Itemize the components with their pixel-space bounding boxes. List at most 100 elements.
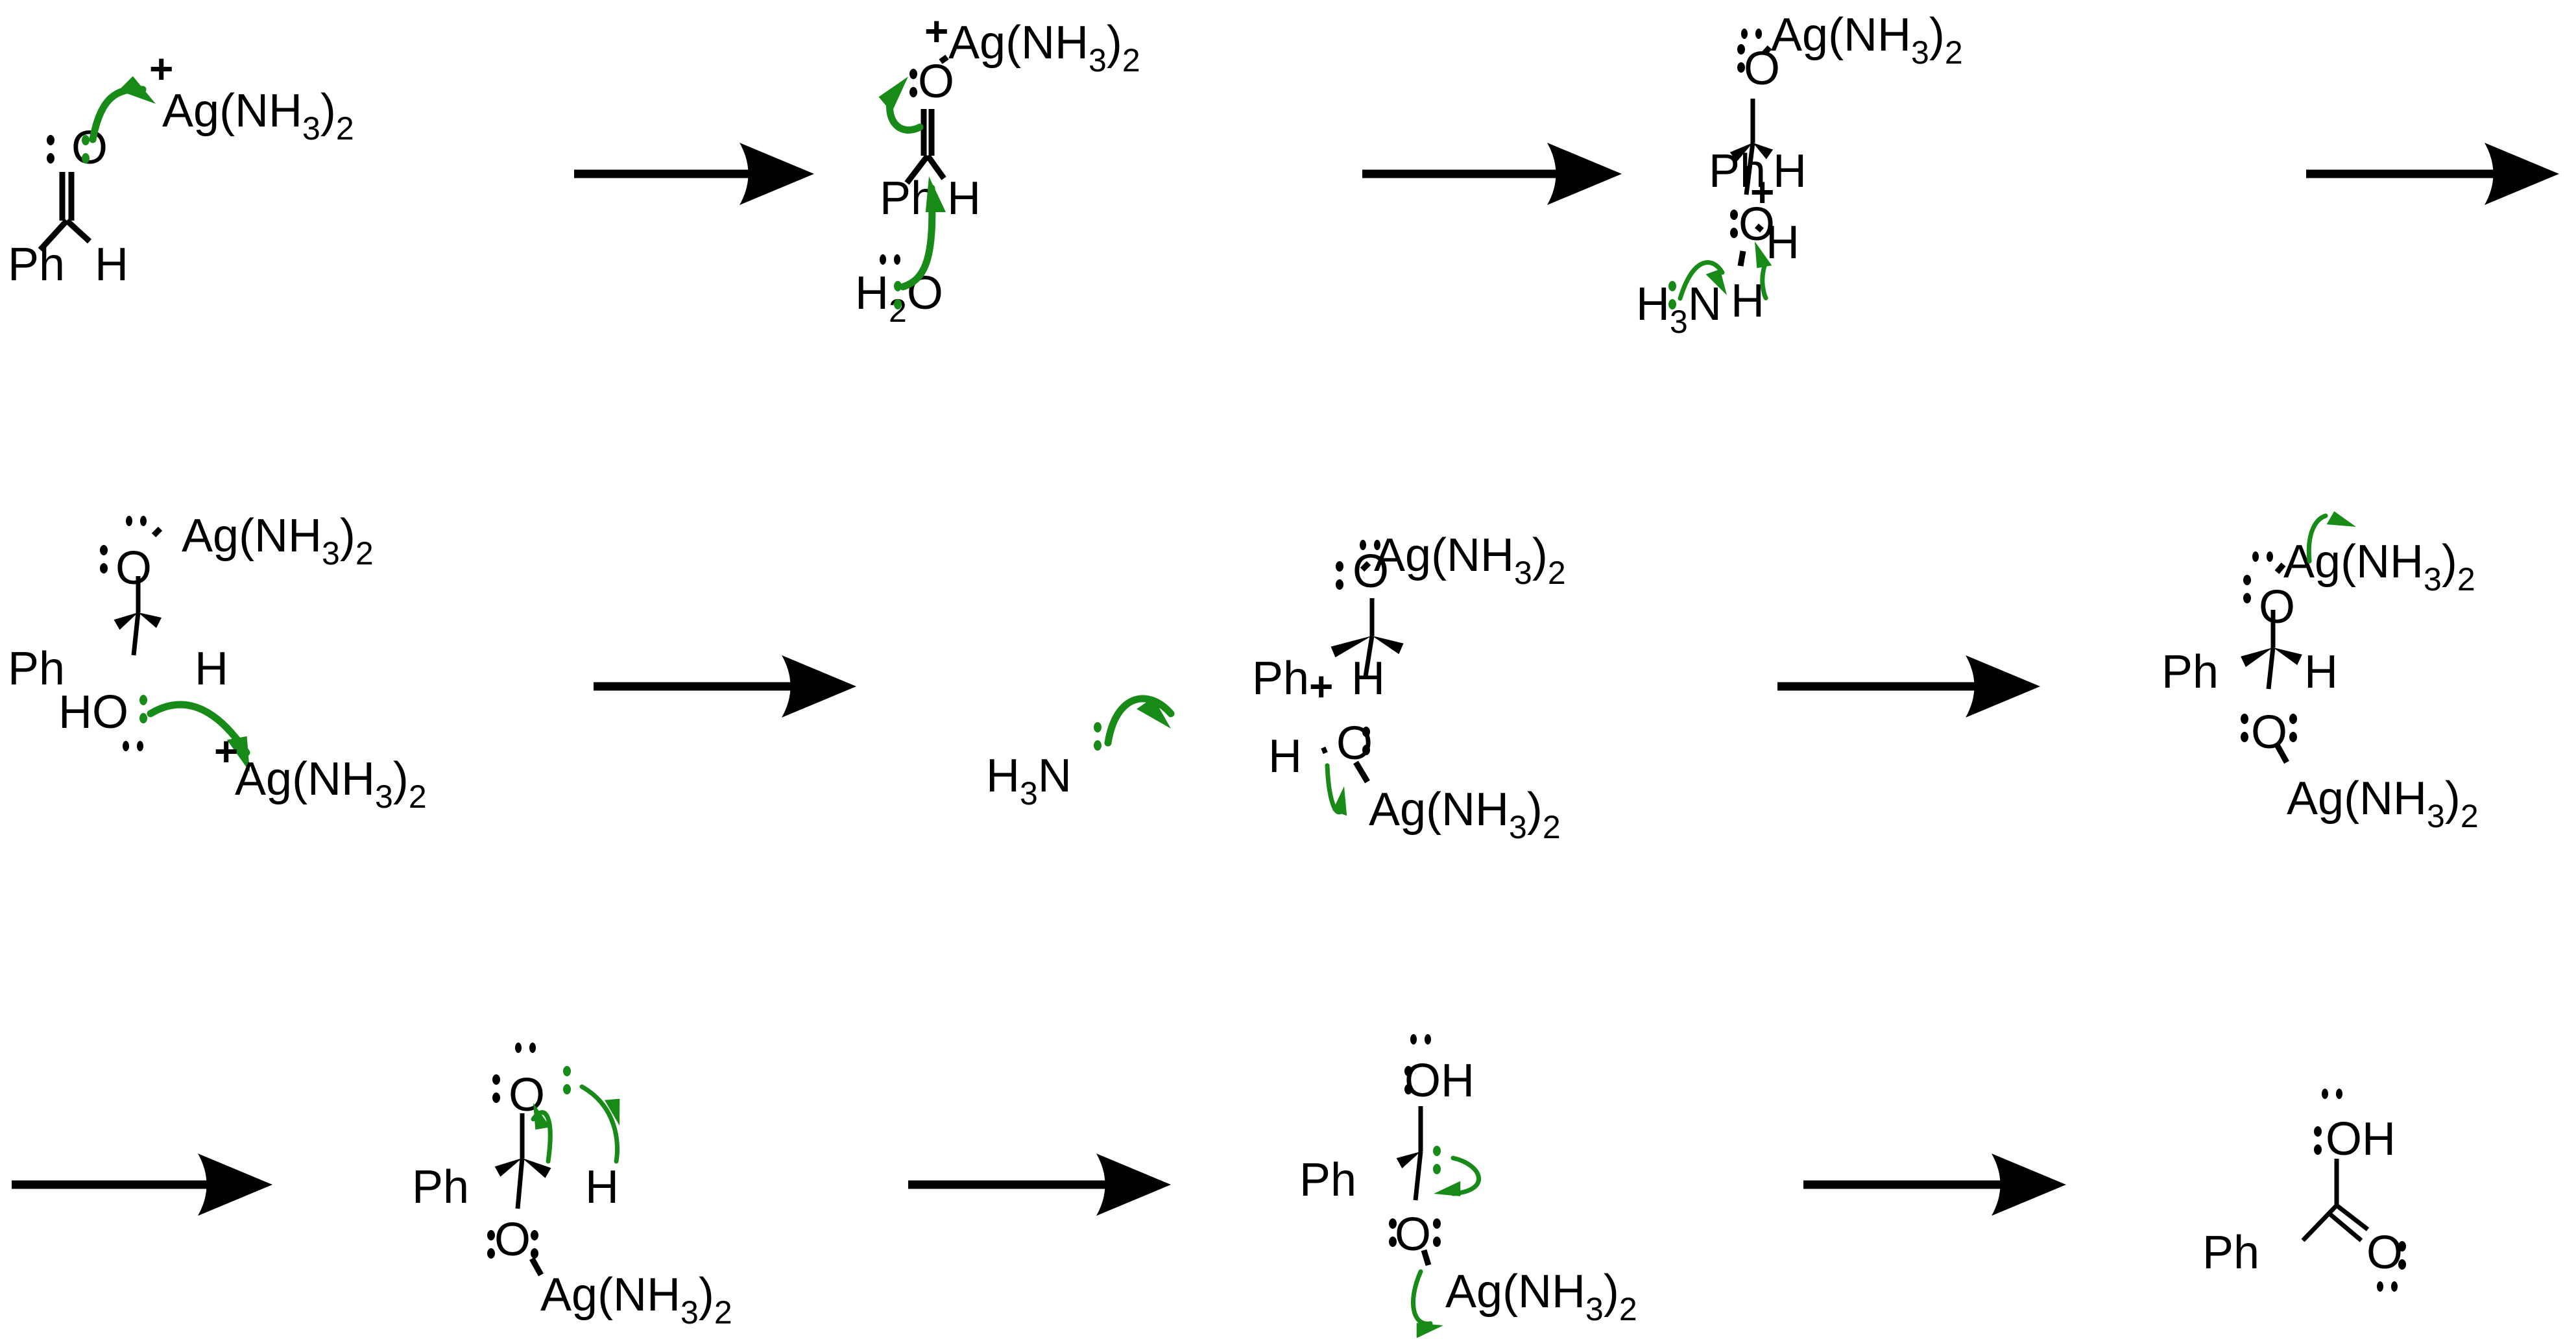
bond [1360, 561, 1371, 572]
wedge-bond [138, 612, 162, 629]
atom-label: Ph [8, 643, 65, 695]
electron-pushing-arrow [89, 76, 156, 143]
wedge-bond [2241, 647, 2273, 668]
atom-label: O [494, 1214, 531, 1266]
wedge-bond [1729, 143, 1753, 162]
atom-label: Ph [1709, 145, 1766, 197]
bond [64, 218, 92, 244]
bond [925, 154, 946, 180]
wedge-bond [522, 1158, 551, 1178]
electron-pushing-arrow [579, 1084, 620, 1164]
lone-pair [1741, 29, 1762, 39]
bond [1744, 142, 1755, 195]
atom-label: H [1351, 653, 1385, 705]
hydroxyl-group: OH [1404, 1055, 1475, 1107]
atom-label: H [1731, 275, 1764, 327]
lone-pair [1336, 561, 1343, 590]
lone-pair [47, 135, 54, 163]
atom-label: O [2366, 1227, 2403, 1279]
bond [2274, 743, 2289, 764]
atom-label: H [2304, 646, 2338, 698]
lone-pair [487, 1230, 495, 1259]
lone-pair [2322, 1089, 2342, 1099]
lone-pair [492, 1074, 500, 1103]
wedge-bond [494, 1158, 522, 1177]
atom-label: O [1336, 718, 1373, 769]
bond [1755, 223, 1764, 233]
silver-diammine-label: Ag(NH3)2 [1771, 9, 1963, 71]
silver-diammine-label: Ag(NH3)2 [2287, 773, 2479, 834]
bond [131, 612, 141, 656]
positive-charge: + [1309, 663, 1333, 710]
electron-pushing-arrow [878, 77, 924, 134]
electron-pushing-arrow [1410, 1269, 1443, 1338]
electron-pushing-arrow [899, 176, 946, 291]
atom-label: H [1766, 217, 1800, 269]
bond [1762, 45, 1772, 55]
lone-pair [1737, 44, 1745, 73]
wedge-bond [2273, 647, 2302, 666]
lone-pair [531, 1230, 538, 1259]
lone-pair [909, 69, 917, 97]
benzoic-acid: OH Ph O [2202, 1089, 2406, 1292]
bond [529, 1257, 544, 1277]
bond [1363, 635, 1375, 677]
silver-diammine-label: Ag(NH3)2 [1445, 1266, 1637, 1327]
silver-diammine-label: Ag(NH3)2 [948, 17, 1140, 79]
wedge-bond [1330, 636, 1372, 658]
atom-label: H [195, 643, 228, 695]
lone-pair [2252, 551, 2273, 562]
lone-pair [82, 135, 90, 163]
lone-pair [2398, 1241, 2406, 1270]
lone-pair [2289, 714, 2297, 742]
ammonia-base: H3N [1636, 260, 1727, 340]
bond [2335, 1203, 2370, 1231]
lone-pair [2377, 1281, 2398, 1292]
positive-charge: + [1750, 169, 1774, 215]
positive-charge: + [149, 45, 173, 92]
lone-pair [1410, 1034, 1431, 1045]
lone-pair [1094, 722, 1101, 751]
atom-label: Ph [2161, 646, 2219, 698]
lone-pair [1433, 1218, 1441, 1247]
electron-pushing-arrow [1104, 695, 1175, 747]
bond [151, 526, 163, 538]
hydroxyl-group: OH [2326, 1113, 2396, 1165]
reaction-arrow [1803, 1154, 2066, 1216]
lone-pair [1433, 1146, 1441, 1174]
atom-label: H [1773, 145, 1807, 197]
electron-pushing-arrow [531, 1103, 553, 1164]
carbonyl-oxygen: O [71, 122, 108, 174]
bond [1413, 1151, 1423, 1201]
silver-diammine-label: Ag(NH3)2 [540, 1269, 732, 1331]
reaction-arrow [908, 1154, 1171, 1216]
silver-diammine-label: Ag(NH3)2 [1374, 529, 1566, 591]
bond [1321, 746, 1328, 755]
electron-pushing-arrow [1755, 241, 1772, 300]
ammonia-label: H3N [986, 750, 1072, 812]
lone-pair [100, 545, 108, 574]
lone-pair [2243, 575, 2251, 603]
lone-pair [515, 1043, 536, 1053]
atom-label: H [95, 239, 128, 291]
atom-label: O [115, 542, 152, 594]
silver-diammine-label: Ag(NH3)2 [235, 753, 427, 815]
lone-pair [894, 281, 902, 309]
lone-pair [126, 516, 147, 526]
reaction-arrow [12, 1154, 272, 1216]
atom-label: O [1744, 43, 1780, 95]
ammonia-label: H3N [1636, 278, 1722, 340]
bond [939, 54, 949, 64]
atom-label: H [947, 173, 981, 224]
lone-pair [1389, 1218, 1397, 1247]
bond [1737, 250, 1746, 267]
atom-label: H [585, 1161, 619, 1213]
atom-label: O [1739, 199, 1775, 250]
atom-label: Ph [2202, 1227, 2259, 1279]
reaction-arrow [2306, 143, 2559, 205]
